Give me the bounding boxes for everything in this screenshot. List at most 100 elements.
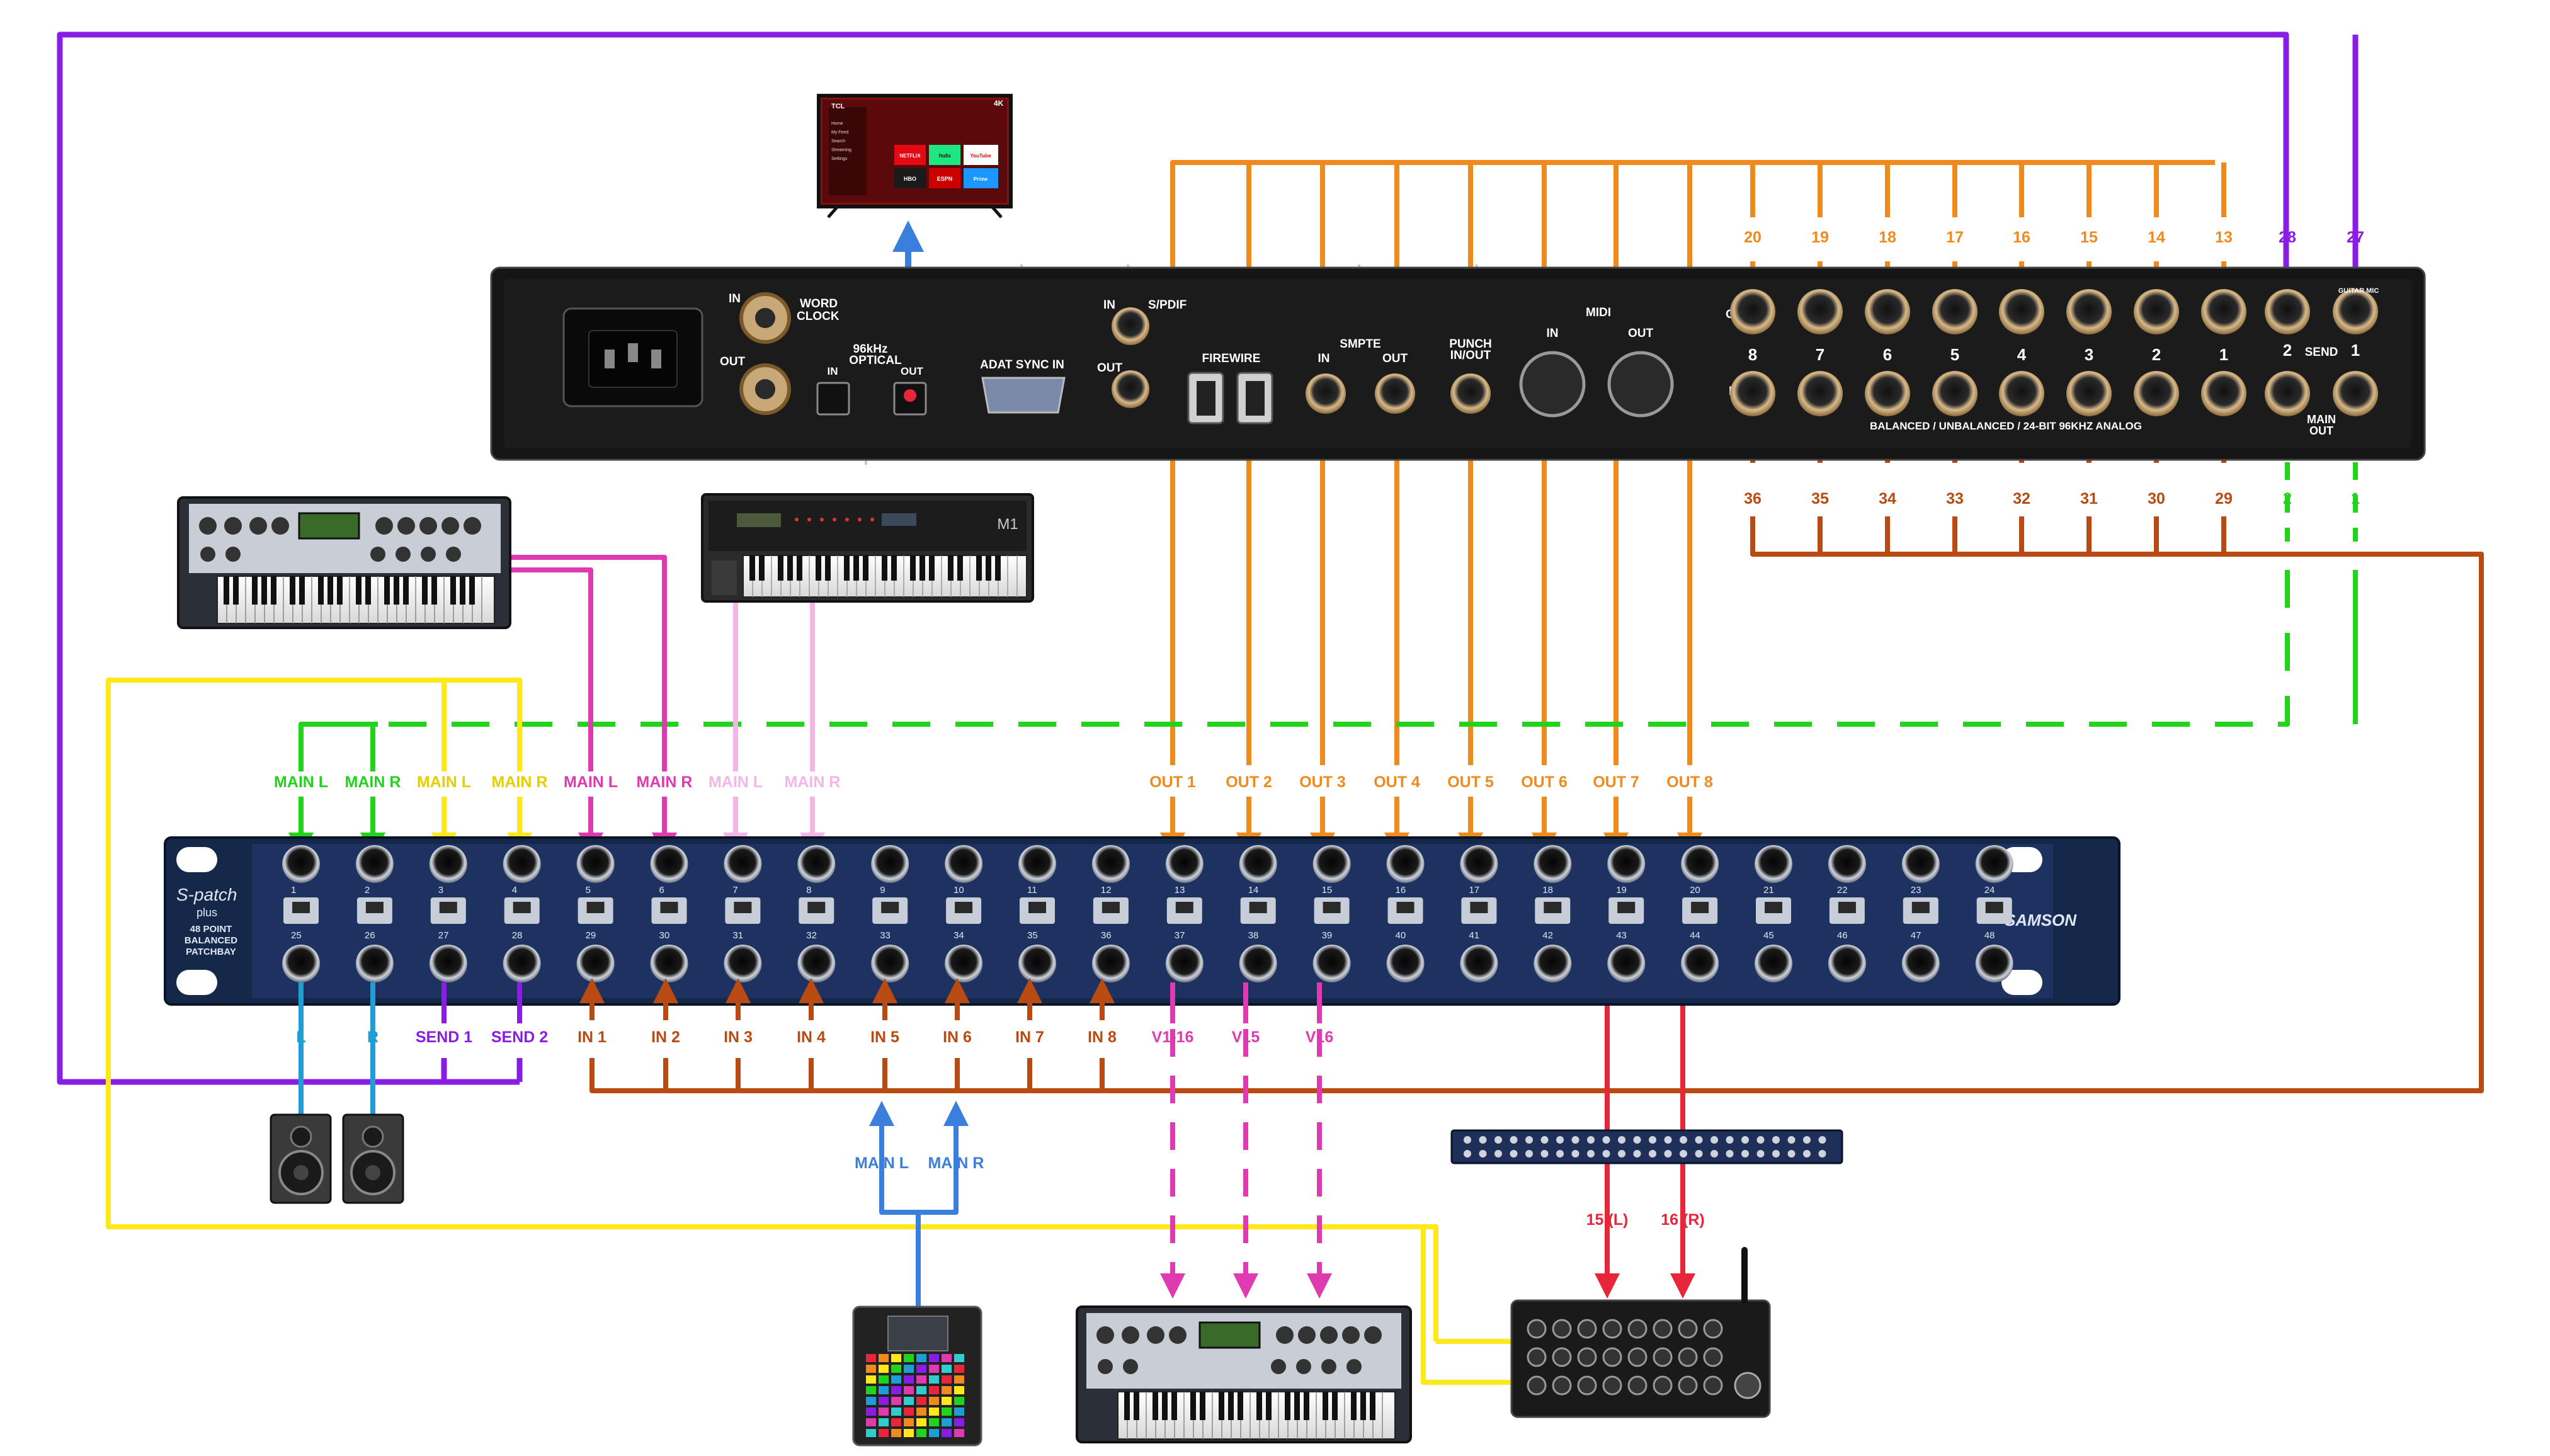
push-pad [879,1386,889,1394]
patchbay-jack-bottom [1460,945,1498,982]
small-patchbay-jack [1664,1136,1672,1144]
patchbay-jack-bottom [871,945,909,982]
lower-label: V16 [1306,1028,1333,1046]
green-main-out-cable [378,570,2290,727]
push-pad [929,1408,939,1416]
push-pad [866,1354,876,1362]
optical-title: 96kHz [853,343,888,356]
channel-number: 4 [2017,345,2027,364]
small-patchbay-jack [1756,1150,1765,1157]
patchbay-jack-bottom [1607,945,1646,982]
patchbay-jack-bottom [797,945,836,982]
mixer-input-jack [1703,1375,1723,1396]
push-pad [954,1429,964,1437]
patchbay-jack-top [1386,845,1425,883]
push-controller [852,1305,982,1447]
m1-model-label: M1 [997,516,1018,533]
push-pad [929,1375,939,1384]
analog-synth-bottom [1076,1305,1412,1443]
patchbay-jack-top [871,845,909,883]
patchbay-jack-number: 35 [1027,930,1038,941]
push-pad [904,1429,914,1437]
patchbay-jack-number: 14 [1248,885,1259,896]
upper-label: OUT 2 [1226,773,1272,791]
main-out-2-jack [2265,371,2310,416]
tv-badge: 4K [994,99,1004,108]
output-number: 18 [1879,229,1896,246]
push-pad [942,1354,952,1362]
input-number: 32 [2013,490,2030,508]
patchbay-jack-bottom [724,945,762,982]
patchbay-jack-bottom [576,945,615,982]
spdif-out-jack [1112,370,1149,408]
small-patchbay-jack [1710,1150,1718,1157]
patchbay-logo: S-patch [176,885,237,904]
patchbay-jack-bottom [503,945,541,982]
patchbay-column: 933 [871,845,909,982]
push-pad [866,1386,876,1394]
monitor-left [270,1113,332,1204]
small-patchbay [1450,1129,1843,1164]
patchbay-jack-number: 21 [1763,885,1774,896]
patchbay-jack-bottom [1534,945,1572,982]
small-patchbay-jack [1803,1136,1811,1144]
tv-tile-label: Prime [974,176,988,182]
smpte-out-jack [1375,373,1415,414]
upper-label: MAIN R [637,773,693,791]
smpte-in-jack [1306,373,1346,414]
output-number: 20 [1744,229,1762,246]
small-patchbay-jack [1680,1150,1687,1157]
patchbay-jack-bottom [945,945,983,982]
patchbay-jack-number: 3 [438,885,443,896]
patchbay-jack-top [797,845,836,883]
small-patchbay-jack [1741,1150,1749,1157]
small-patchbay-jack [1602,1136,1610,1144]
patchbay-jack-number: 4 [512,885,517,896]
patchbay-desc: 48 POINT [190,924,232,935]
push-pad [954,1397,964,1405]
patchbay-jack-number: 10 [953,885,964,896]
small-patchbay-jack [1556,1136,1564,1144]
patchbay-jack-number: 38 [1248,930,1259,941]
patchbay-column: 832 [797,845,836,982]
output-number: 17 [1946,229,1964,246]
patchbay-jack-number: 17 [1469,885,1479,896]
lower-label: IN 8 [1088,1028,1117,1046]
wordclock-title: CLOCK [797,310,840,323]
small-patchbay-jack [1649,1136,1656,1144]
punch-label: PUNCH [1449,338,1492,351]
channel-number: 1 [2219,345,2228,364]
input-number: 35 [1811,490,1829,508]
wordclock-title: WORD [800,297,838,310]
small-patchbay-jack [1587,1150,1595,1157]
push-pad [916,1375,926,1384]
mixer-main-knob [1734,1372,1762,1399]
midi-out-port [1607,351,1674,418]
patchbay-jack-top [1091,845,1130,883]
monitor-right [342,1113,404,1204]
patchbay: S-patch plus 48 POINT BALANCED PATCHBAY … [164,836,2120,1006]
main-out-label: OUT [2309,424,2333,437]
patchbay-jack-top [576,845,615,883]
patchbay-jacks: 1252263274285296307318329331034113512361… [282,845,2013,982]
patchbay-jack-number: 32 [806,930,817,941]
tv-tile-label: ESPN [937,176,953,182]
upper-label: MAIN R [785,773,841,791]
small-patchbay-jack [1525,1136,1533,1144]
push-label: MAIN L [855,1154,909,1172]
midi-label: MIDI [1586,306,1611,319]
push-pad [891,1429,901,1437]
upper-label: MAIN R [345,773,401,791]
patchbay-jack-number: 28 [512,930,523,941]
push-pad [879,1418,889,1426]
interface-input-numbers: 36 35 34 33 32 31 30 29 [1744,490,2233,508]
channel-number: 8 [1748,345,1757,364]
push-pad [866,1397,876,1405]
patchbay-jack-number: 19 [1616,885,1627,896]
push-pad [879,1354,889,1362]
mixer-input-jack [1602,1375,1622,1396]
patchbay-jack-top [1681,845,1719,883]
